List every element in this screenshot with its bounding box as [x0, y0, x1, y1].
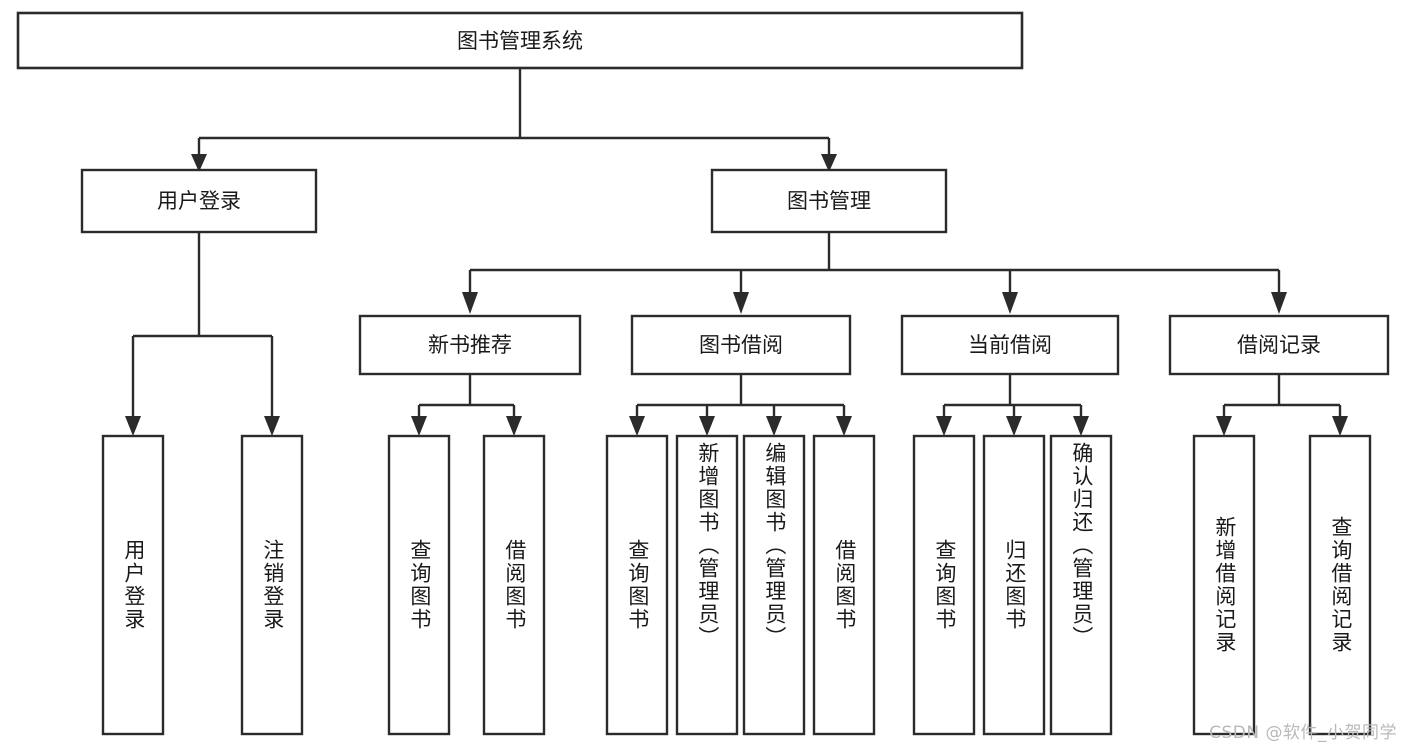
- arrow-head-bb-leaf-2: [699, 416, 715, 436]
- node-user-login-label: 用户登录: [157, 189, 241, 213]
- node-book-borrow-box[interactable]: [630, 314, 852, 376]
- leaf-box-bb-edit-book[interactable]: [742, 434, 806, 736]
- node-user-login[interactable]: 用户登录: [80, 168, 318, 234]
- arrow-head-nb-leaf-2: [506, 416, 522, 436]
- leaf-box-br-query-record[interactable]: [1308, 434, 1372, 736]
- node-borrow-record-box[interactable]: [1168, 314, 1390, 376]
- leaf-box-cb-return-book[interactable]: [982, 434, 1046, 736]
- arrow-head-br-leaf-2: [1332, 416, 1348, 436]
- node-new-book-recommend-box[interactable]: [358, 314, 582, 376]
- arrow-head-cb-leaf-2: [1006, 416, 1022, 436]
- node-root-box[interactable]: [16, 11, 1024, 70]
- arrow-head-user-login: [191, 154, 207, 172]
- node-current-borrow-box[interactable]: [900, 314, 1120, 376]
- arrow-head-borrow-record: [1271, 292, 1287, 314]
- watermark: CSDN @软件_小贺同学: [1209, 723, 1397, 743]
- arrow-head-cb-leaf-3: [1073, 416, 1089, 436]
- node-new-book-recommend-label: 新书推荐: [428, 333, 512, 357]
- arrow-head-bb-leaf-3: [766, 416, 782, 436]
- leaf-box-cb-confirm-return[interactable]: [1049, 434, 1113, 736]
- node-new-book-recommend[interactable]: 新书推荐: [358, 314, 582, 376]
- node-book-borrow-label: 图书借阅: [699, 333, 783, 357]
- arrow-head-book-borrow: [733, 292, 749, 314]
- node-book-management-label: 图书管理: [787, 189, 871, 213]
- arrow-head-book-mgmt: [821, 154, 837, 172]
- edge-layer: [125, 68, 1348, 436]
- node-book-borrow[interactable]: 图书借阅: [630, 314, 852, 376]
- node-borrow-record[interactable]: 借阅记录: [1168, 314, 1390, 376]
- leaf-box-br-add-record[interactable]: [1192, 434, 1256, 736]
- arrow-head-br-leaf-1: [1216, 416, 1232, 436]
- leaf-box-logout[interactable]: [240, 434, 304, 736]
- node-root[interactable]: 图书管理系统: [16, 11, 1024, 70]
- node-borrow-record-label: 借阅记录: [1237, 333, 1321, 357]
- node-current-borrow[interactable]: 当前借阅: [900, 314, 1120, 376]
- leaf-box-nb-query-book[interactable]: [387, 434, 451, 736]
- arrow-head-leaf-user-login: [125, 416, 141, 436]
- node-current-borrow-label: 当前借阅: [968, 333, 1052, 357]
- leaf-box-bb-add-book[interactable]: [675, 434, 739, 736]
- node-book-management-box[interactable]: [710, 168, 948, 234]
- arrow-head-bb-leaf-4: [836, 416, 852, 436]
- leaf-box-nb-borrow-book[interactable]: [482, 434, 546, 736]
- leaf-box-bb-borrow-book[interactable]: [812, 434, 876, 736]
- arrow-head-new-book: [462, 292, 478, 314]
- arrow-head-current-borrow: [1002, 292, 1018, 314]
- leaf-box-bb-query-book[interactable]: [605, 434, 669, 736]
- node-book-management[interactable]: 图书管理: [710, 168, 948, 234]
- node-user-login-box[interactable]: [80, 168, 318, 234]
- arrow-head-nb-leaf-1: [411, 416, 427, 436]
- leaf-box-user-login[interactable]: [101, 434, 165, 736]
- arrow-head-bb-leaf-1: [629, 416, 645, 436]
- arrow-head-cb-leaf-1: [936, 416, 952, 436]
- leaf-box-cb-query-book[interactable]: [912, 434, 976, 736]
- node-root-label: 图书管理系统: [457, 29, 583, 53]
- arrow-head-leaf-logout: [264, 416, 280, 436]
